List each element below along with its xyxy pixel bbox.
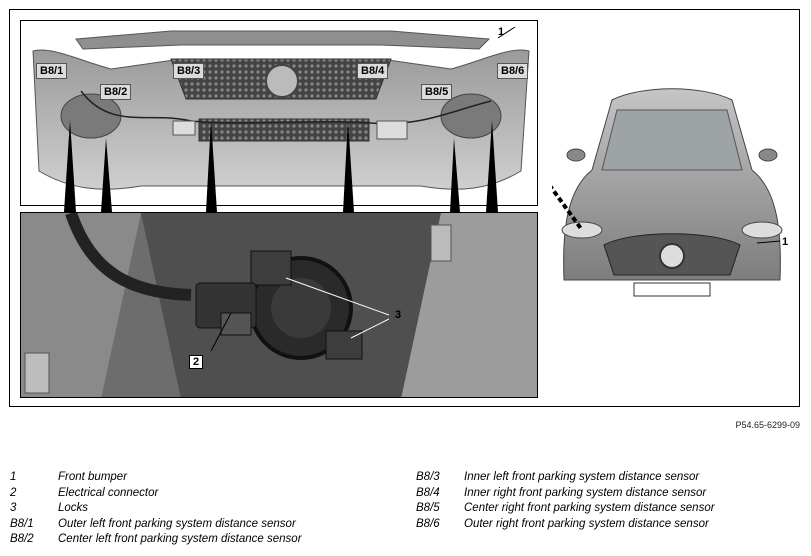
legend-text: Center left front parking system distanc…: [58, 533, 302, 545]
car-front-illustration: [552, 88, 783, 297]
connector-illustration: [21, 213, 537, 397]
legend-key: 3: [10, 502, 17, 514]
tag-b8-3: B8/3: [173, 63, 205, 79]
legend-row: 1 Front bumper: [10, 470, 302, 486]
legend-key: 2: [10, 486, 17, 499]
legend-row: B8/3 Inner left front parking system dist…: [416, 470, 715, 486]
legend-text: Center right front parking system distan…: [464, 502, 715, 514]
legend-key: B8/3: [416, 471, 440, 483]
legend-row: B8/6 Outer right front parking system dis…: [416, 517, 715, 533]
legend-key: B8/1: [10, 517, 34, 530]
callout-locks: 3: [395, 309, 402, 321]
tag-b8-1: B8/1: [36, 63, 68, 79]
figure-reference-code: P54.65-6299-09: [735, 420, 800, 430]
tag-b8-5: B8/5: [421, 84, 453, 100]
legend-key: 1: [10, 471, 17, 483]
legend-left: 1 Front bumper 2 Electrical connector 3 Loc…: [10, 470, 302, 548]
legend-text: Inner left front parking system distance…: [464, 471, 700, 483]
legend-key: B8/4: [416, 486, 440, 499]
connector-detail-photo: [20, 212, 538, 398]
legend-text: Locks: [58, 502, 89, 514]
tag-b8-4: B8/4: [357, 63, 389, 79]
legend-text: Inner right front parking system distanc…: [464, 486, 707, 499]
callout-wedges: [64, 26, 516, 212]
tag-b8-2: B8/2: [100, 84, 132, 100]
legend-text: Outer right front parking system distanc…: [464, 517, 709, 530]
legend-key: B8/6: [416, 517, 440, 530]
callout-car-bumper: 1: [782, 236, 789, 248]
legend-key: B8/2: [10, 533, 34, 545]
tag-b8-6: B8/6: [497, 63, 529, 79]
legend-row: 2 Electrical connector: [10, 486, 302, 502]
legend-text: Front bumper: [58, 471, 128, 483]
legend-text: Outer left front parking system distance…: [58, 517, 296, 530]
legend-row: B8/4 Inner right front parking system dis…: [416, 486, 715, 502]
callout-bumper: 1: [498, 26, 505, 38]
legend-row: B8/5 Center right front parking system di…: [416, 501, 715, 517]
callout-connector: 2: [189, 355, 204, 369]
legend-row: 3 Locks: [10, 501, 302, 517]
legend-row: B8/2 Center left front parking system dis…: [10, 532, 302, 548]
legend-right: B8/3 Inner left front parking system dist…: [416, 470, 715, 532]
legend-row: B8/1 Outer left front parking system dist…: [10, 517, 302, 533]
legend-text: Electrical connector: [58, 486, 159, 499]
legend-key: B8/5: [416, 502, 440, 514]
